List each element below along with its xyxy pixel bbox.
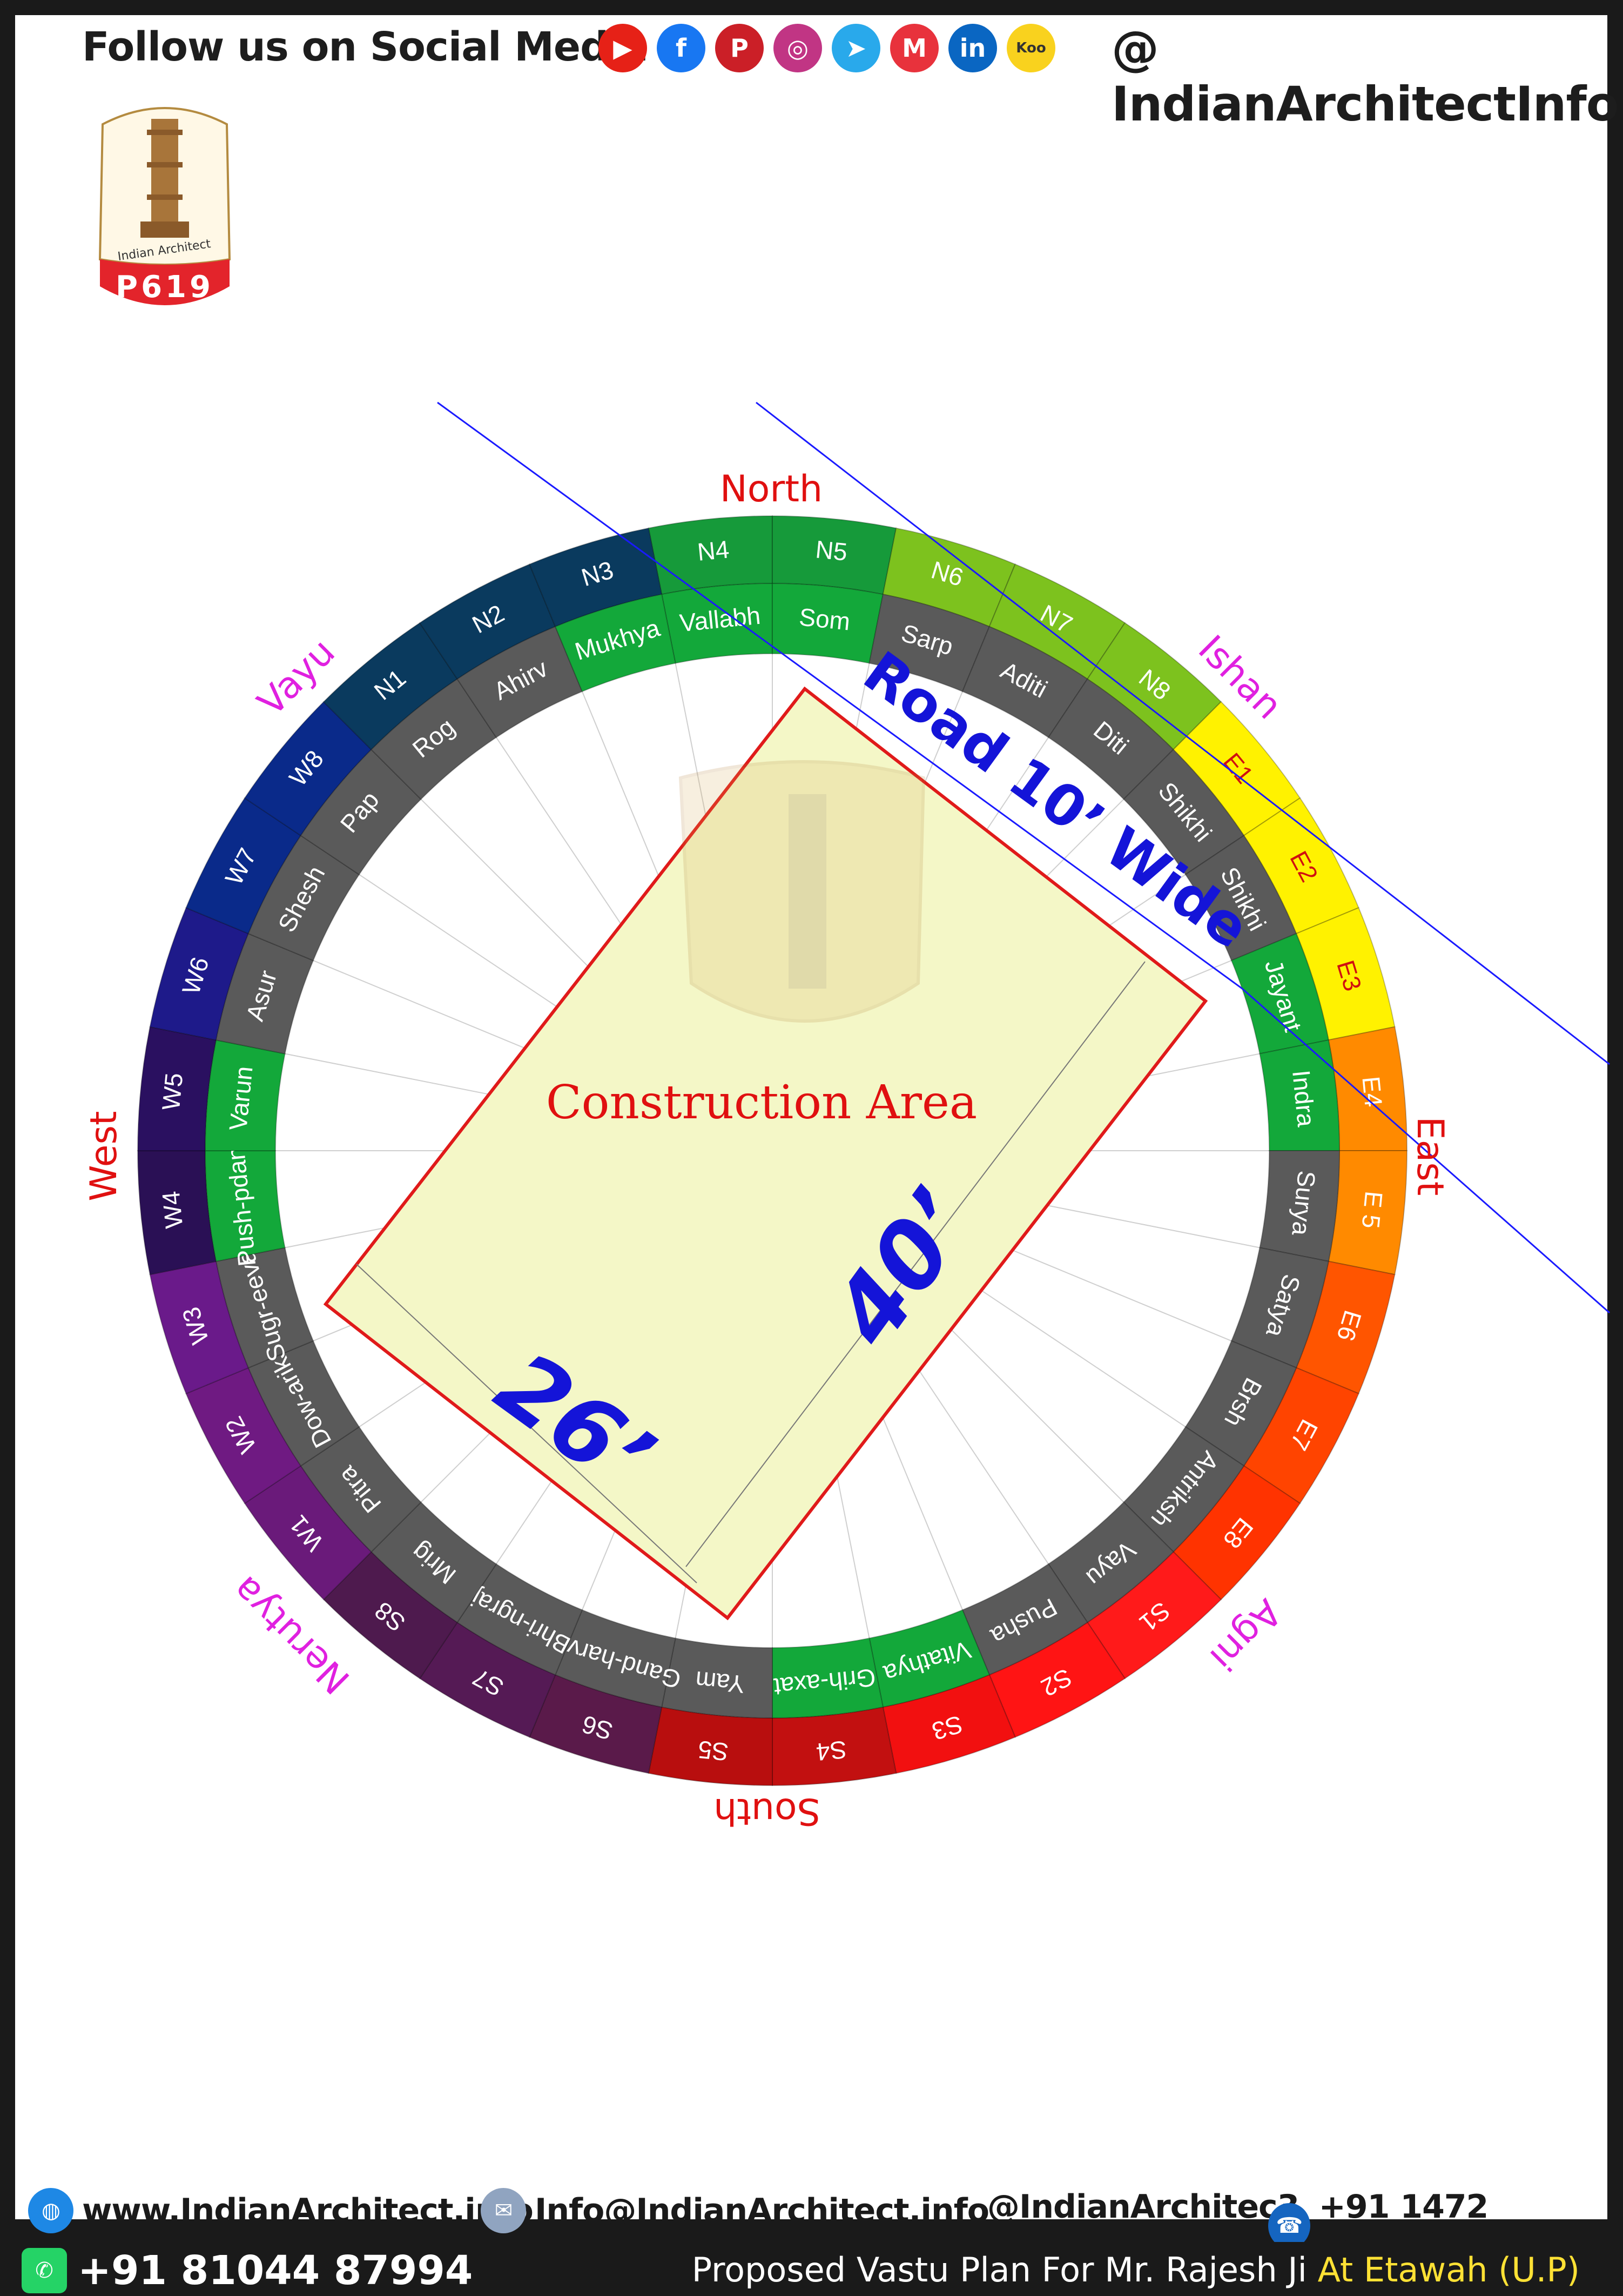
road-edge-line bbox=[437, 401, 1243, 990]
inner-ring-segment bbox=[961, 1563, 1088, 1676]
footer-email[interactable]: ✉ Info@IndianArchitect.info bbox=[481, 2188, 989, 2233]
logo-ribbon bbox=[100, 259, 230, 305]
footer-dark-bar bbox=[0, 2242, 1623, 2296]
tower-icon bbox=[151, 119, 178, 227]
inner-ring-label: Som bbox=[798, 602, 851, 635]
footer-handle[interactable]: @IndianArchitec3 bbox=[987, 2188, 1299, 2226]
footer-whatsapp[interactable]: ✆ +91 81044 87994 bbox=[22, 2247, 473, 2294]
instagram-icon[interactable]: ◎ bbox=[773, 24, 822, 72]
telegram-icon[interactable]: ➤ bbox=[832, 24, 880, 72]
follow-heading: Follow us on Social Media bbox=[82, 24, 648, 70]
outer-ring-label: S4 bbox=[815, 1735, 848, 1766]
top-border bbox=[0, 0, 1623, 15]
outer-ring-label: N4 bbox=[696, 535, 731, 566]
inner-ring-label: Yam bbox=[694, 1666, 746, 1699]
road-edge-line bbox=[1242, 988, 1610, 1314]
inner-ring-segment bbox=[1259, 1150, 1341, 1263]
website-text: www.IndianArchitect.info bbox=[82, 2192, 534, 2230]
inner-ring-segment bbox=[215, 1247, 314, 1369]
construction-area-label: Construction Area bbox=[546, 1076, 977, 1130]
inner-ring-segment bbox=[247, 835, 360, 962]
inner-ring-segment bbox=[456, 1563, 583, 1676]
inner-ring-segment bbox=[961, 626, 1088, 739]
inner-ring-segment bbox=[868, 1609, 991, 1708]
pinterest-icon[interactable]: P bbox=[715, 24, 764, 72]
north-label: North bbox=[720, 468, 823, 511]
construction-plot bbox=[323, 686, 1208, 1621]
plot-dimension-line bbox=[685, 961, 1146, 1567]
south-label: South bbox=[713, 1790, 820, 1832]
west-label: West bbox=[83, 1111, 125, 1201]
outer-ring-label: W4 bbox=[157, 1190, 188, 1230]
whatsapp-icon: ✆ bbox=[22, 2248, 67, 2293]
inner-ring-label: Indra bbox=[1287, 1069, 1321, 1128]
logo-code: P619 bbox=[116, 270, 214, 305]
koo-icon[interactable]: Koo bbox=[1007, 24, 1055, 72]
inner-ring-segment bbox=[1047, 678, 1174, 800]
header-handle[interactable]: @ IndianArchitectInfo bbox=[1112, 21, 1619, 132]
inner-ring-segment bbox=[1123, 749, 1245, 876]
plan-title: Proposed Vastu Plan For Mr. Rajesh Ji At… bbox=[692, 2250, 1580, 2290]
inner-ring-segment bbox=[371, 678, 497, 800]
email-text: Info@IndianArchitect.info bbox=[535, 2192, 989, 2230]
road-edge-line bbox=[756, 401, 1610, 1065]
plan-location-text: Etawah (U.P) bbox=[1363, 2250, 1580, 2290]
inner-ring-label: Varun bbox=[224, 1065, 258, 1132]
inner-ring-segment bbox=[300, 1426, 422, 1553]
footer-website[interactable]: ◍ www.IndianArchitect.info bbox=[28, 2188, 534, 2233]
brand-logo: Indian Architect P619 bbox=[98, 107, 231, 305]
inner-ring-segment bbox=[554, 594, 676, 693]
footer-handle-text: @IndianArchitec3 bbox=[987, 2188, 1299, 2226]
mail-icon: ✉ bbox=[481, 2188, 526, 2233]
globe-icon: ◍ bbox=[28, 2188, 73, 2233]
inner-ring-segment bbox=[661, 1637, 773, 1719]
inner-ring-segment bbox=[247, 1340, 360, 1467]
inner-ring-segment bbox=[204, 1039, 286, 1151]
outer-ring-label: N5 bbox=[814, 535, 849, 566]
footer-contact-bar: ◍ www.IndianArchitect.info ✉ Info@Indian… bbox=[15, 2177, 1607, 2264]
inner-ring-segment bbox=[1230, 932, 1329, 1055]
east-label: East bbox=[1409, 1117, 1451, 1196]
linkedin-icon[interactable]: in bbox=[948, 24, 997, 72]
youtube-icon[interactable]: ▶ bbox=[598, 24, 647, 72]
inner-ring-label: Surya bbox=[1287, 1170, 1321, 1237]
plan-title-text: Proposed Vastu Plan For Mr. Rajesh Ji bbox=[691, 2250, 1307, 2290]
inner-ring-segment bbox=[1047, 1501, 1174, 1623]
outer-ring-label: E 5 bbox=[1357, 1190, 1389, 1230]
outer-ring-label: S5 bbox=[697, 1735, 730, 1766]
inner-ring-segment bbox=[1184, 1340, 1297, 1467]
inner-ring-segment bbox=[456, 626, 583, 739]
moj-icon[interactable]: M bbox=[890, 24, 939, 72]
plot-dimension-line bbox=[356, 1264, 697, 1583]
whatsapp-text: +91 81044 87994 bbox=[78, 2247, 473, 2294]
inner-ring-segment bbox=[772, 582, 884, 664]
facebook-icon[interactable]: f bbox=[657, 24, 705, 72]
plan-at-text: At bbox=[1317, 2250, 1353, 2290]
telephone-icon: ☎ bbox=[1268, 2203, 1310, 2248]
watermark-logo bbox=[678, 760, 926, 1023]
outer-ring-label: W5 bbox=[157, 1072, 188, 1112]
inner-ring-segment bbox=[371, 1501, 497, 1623]
inner-ring-segment bbox=[1184, 835, 1297, 962]
